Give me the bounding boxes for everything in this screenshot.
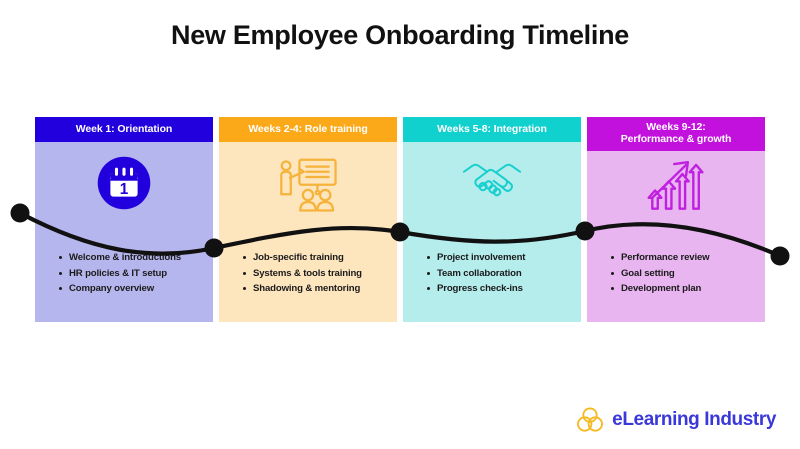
trefoil-rings-logo bbox=[575, 405, 605, 435]
stage-body-orientation: 1 Welcome & introductions HR policies & … bbox=[35, 142, 213, 322]
stage-body-performance-growth: Performance review Goal setting Developm… bbox=[587, 151, 765, 322]
stage-header-performance-growth: Weeks 9-12: Performance & growth bbox=[587, 117, 765, 151]
timeline-stage-performance-growth[interactable]: Weeks 9-12: Performance & growth Perform… bbox=[587, 117, 765, 322]
logo-text: eLearning Industry bbox=[612, 409, 776, 430]
list-item: Company overview bbox=[59, 281, 207, 297]
timeline-stage-role-training[interactable]: Weeks 2-4: Role training bbox=[219, 117, 397, 322]
list-item: Project involvement bbox=[427, 250, 575, 266]
handshake-icon bbox=[403, 154, 581, 216]
growth-arrows-icon bbox=[587, 157, 765, 219]
stage-bullets-performance-growth: Performance review Goal setting Developm… bbox=[587, 250, 765, 322]
timeline-stage-orientation[interactable]: Week 1: Orientation 1 Welcome & introduc… bbox=[35, 117, 213, 322]
page-title: New Employee Onboarding Timeline bbox=[171, 20, 629, 50]
training-presentation-icon bbox=[219, 154, 397, 216]
timeline-stage-integration[interactable]: Weeks 5-8: Integration Project involve bbox=[403, 117, 581, 322]
stage-body-role-training: Job-specific training Systems & tools tr… bbox=[219, 142, 397, 322]
list-item: Welcome & introductions bbox=[59, 250, 207, 266]
list-item: Job-specific training bbox=[243, 250, 391, 266]
calendar-one-icon: 1 bbox=[35, 154, 213, 216]
stage-body-integration: Project involvement Team collaboration P… bbox=[403, 142, 581, 322]
list-item: Shadowing & mentoring bbox=[243, 281, 391, 297]
list-item: Team collaboration bbox=[427, 266, 575, 282]
list-item: Systems & tools training bbox=[243, 266, 391, 282]
list-item: Performance review bbox=[611, 250, 759, 266]
stage-bullets-orientation: Welcome & introductions HR policies & IT… bbox=[35, 250, 213, 322]
stage-header-orientation: Week 1: Orientation bbox=[35, 117, 213, 142]
stage-bullets-role-training: Job-specific training Systems & tools tr… bbox=[219, 250, 397, 322]
timeline-stage-row: Week 1: Orientation 1 Welcome & introduc… bbox=[35, 117, 765, 322]
stage-bullets-integration: Project involvement Team collaboration P… bbox=[403, 250, 581, 322]
stage-header-role-training: Weeks 2-4: Role training bbox=[219, 117, 397, 142]
svg-text:1: 1 bbox=[120, 181, 129, 198]
list-item: Development plan bbox=[611, 281, 759, 297]
list-item: HR policies & IT setup bbox=[59, 266, 207, 282]
timeline-node-start bbox=[10, 203, 30, 223]
list-item: Progress check-ins bbox=[427, 281, 575, 297]
stage-header-integration: Weeks 5-8: Integration bbox=[403, 117, 581, 142]
timeline-node-end bbox=[770, 246, 790, 266]
list-item: Goal setting bbox=[611, 266, 759, 282]
elearning-industry-logo[interactable]: eLearning Industry bbox=[575, 405, 776, 435]
